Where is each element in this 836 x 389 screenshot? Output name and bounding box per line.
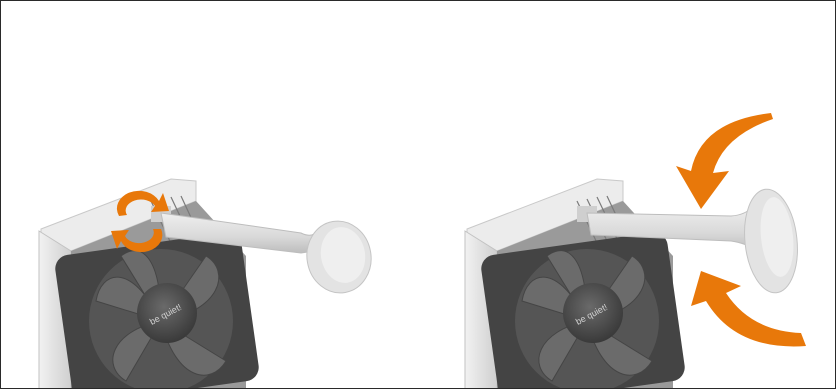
- cooling-fan: be quiet!: [479, 231, 686, 389]
- left-panel: be quiet!: [39, 179, 377, 389]
- cooling-fan: be quiet!: [53, 231, 260, 389]
- right-panel: be quiet!: [465, 113, 806, 389]
